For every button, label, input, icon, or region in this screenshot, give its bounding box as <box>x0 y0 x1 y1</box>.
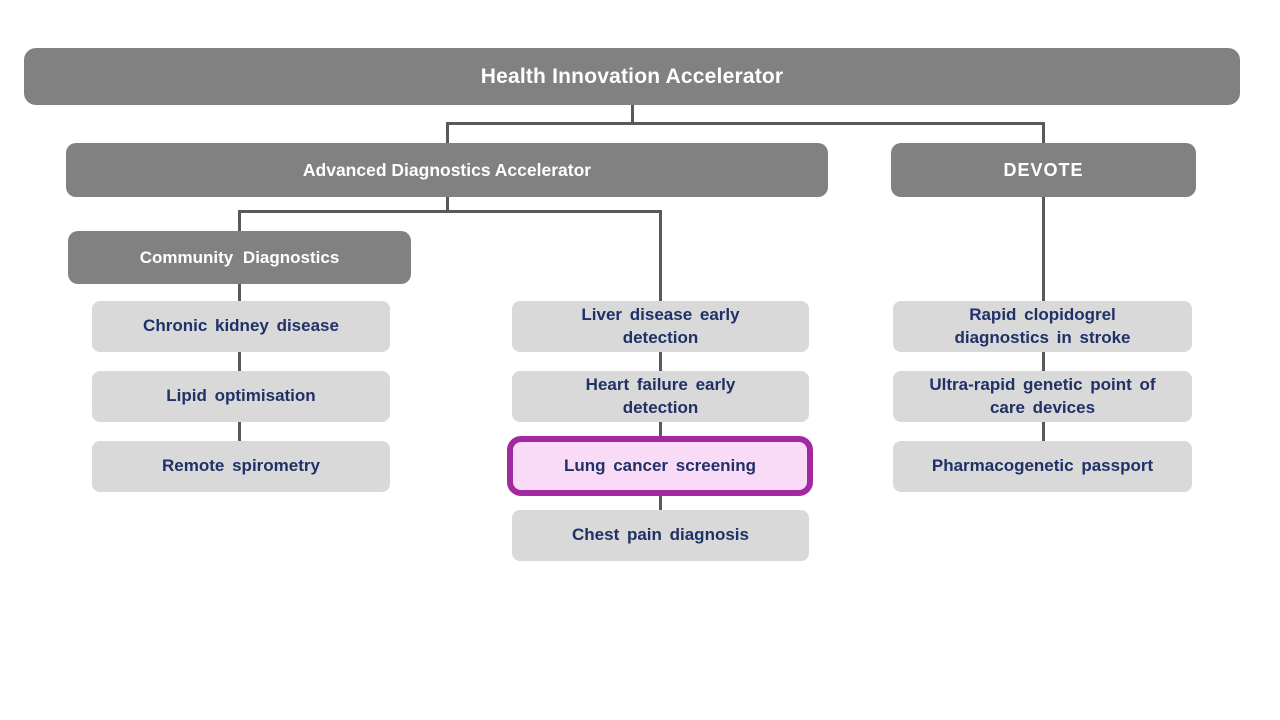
connector-to-liver-disease <box>659 210 662 301</box>
connector-rapid-to-ultra <box>1042 352 1045 371</box>
node-label: Ultra-rapid genetic point of care device… <box>929 374 1156 417</box>
node-health-innovation-accelerator: Health Innovation Accelerator <box>24 48 1240 105</box>
node-chronic-kidney-disease: Chronic kidney disease <box>92 301 390 352</box>
connector-to-community-diagnostics <box>238 210 241 231</box>
node-label: Community Diagnostics <box>139 247 340 267</box>
node-advanced-diagnostics-accelerator: Advanced Diagnostics Accelerator <box>66 143 828 197</box>
node-rapid-clopidogrel-diagnostics-in-stroke: Rapid clopidogrel diagnostics in stroke <box>893 301 1192 352</box>
connector-community-to-chronic <box>238 284 241 301</box>
node-devote: DEVOTE <box>891 143 1196 197</box>
node-label: Health Innovation Accelerator <box>480 64 784 88</box>
connector-heart-to-lung <box>659 422 662 436</box>
node-label: Rapid clopidogrel diagnostics in stroke <box>954 304 1131 347</box>
node-label: Remote spirometry <box>162 456 320 476</box>
connector-ultra-to-passport <box>1042 422 1045 441</box>
connector-level3-rail <box>238 210 662 213</box>
connector-lipid-to-spirometry <box>238 422 241 441</box>
node-community-diagnostics: Community Diagnostics <box>68 231 411 284</box>
node-chest-pain-diagnosis: Chest pain diagnosis <box>512 510 809 561</box>
node-remote-spirometry: Remote spirometry <box>92 441 390 492</box>
node-label: Chest pain diagnosis <box>572 525 749 545</box>
node-liver-disease-early-detection: Liver disease early detection <box>512 301 809 352</box>
node-label: Lipid optimisation <box>166 386 316 406</box>
connector-ada-stem <box>446 197 449 213</box>
node-lipid-optimisation: Lipid optimisation <box>92 371 390 422</box>
connector-root-stem <box>631 105 634 124</box>
node-pharmacogenetic-passport: Pharmacogenetic passport <box>893 441 1192 492</box>
node-label: Chronic kidney disease <box>143 316 339 336</box>
node-label: Pharmacogenetic passport <box>931 456 1154 476</box>
node-label: DEVOTE <box>1003 159 1084 180</box>
node-ultra-rapid-genetic-point-of-care-devices: Ultra-rapid genetic point of care device… <box>893 371 1192 422</box>
node-label: Liver disease early detection <box>581 304 740 347</box>
connector-liver-to-heart <box>659 352 662 371</box>
connector-lung-to-chest <box>659 496 662 510</box>
node-label: Advanced Diagnostics Accelerator <box>302 159 592 180</box>
node-heart-failure-early-detection: Heart failure early detection <box>512 371 809 422</box>
connector-chronic-to-lipid <box>238 352 241 371</box>
connector-to-devote <box>1042 122 1045 143</box>
node-lung-cancer-screening-highlighted: Lung cancer screening <box>507 436 813 496</box>
connector-level2-rail <box>446 122 1045 125</box>
connector-devote-to-rapid-clopidogrel <box>1042 197 1045 301</box>
connector-to-advanced-diagnostics <box>446 122 449 143</box>
node-label: Heart failure early detection <box>585 374 736 417</box>
node-label: Lung cancer screening <box>563 455 757 475</box>
